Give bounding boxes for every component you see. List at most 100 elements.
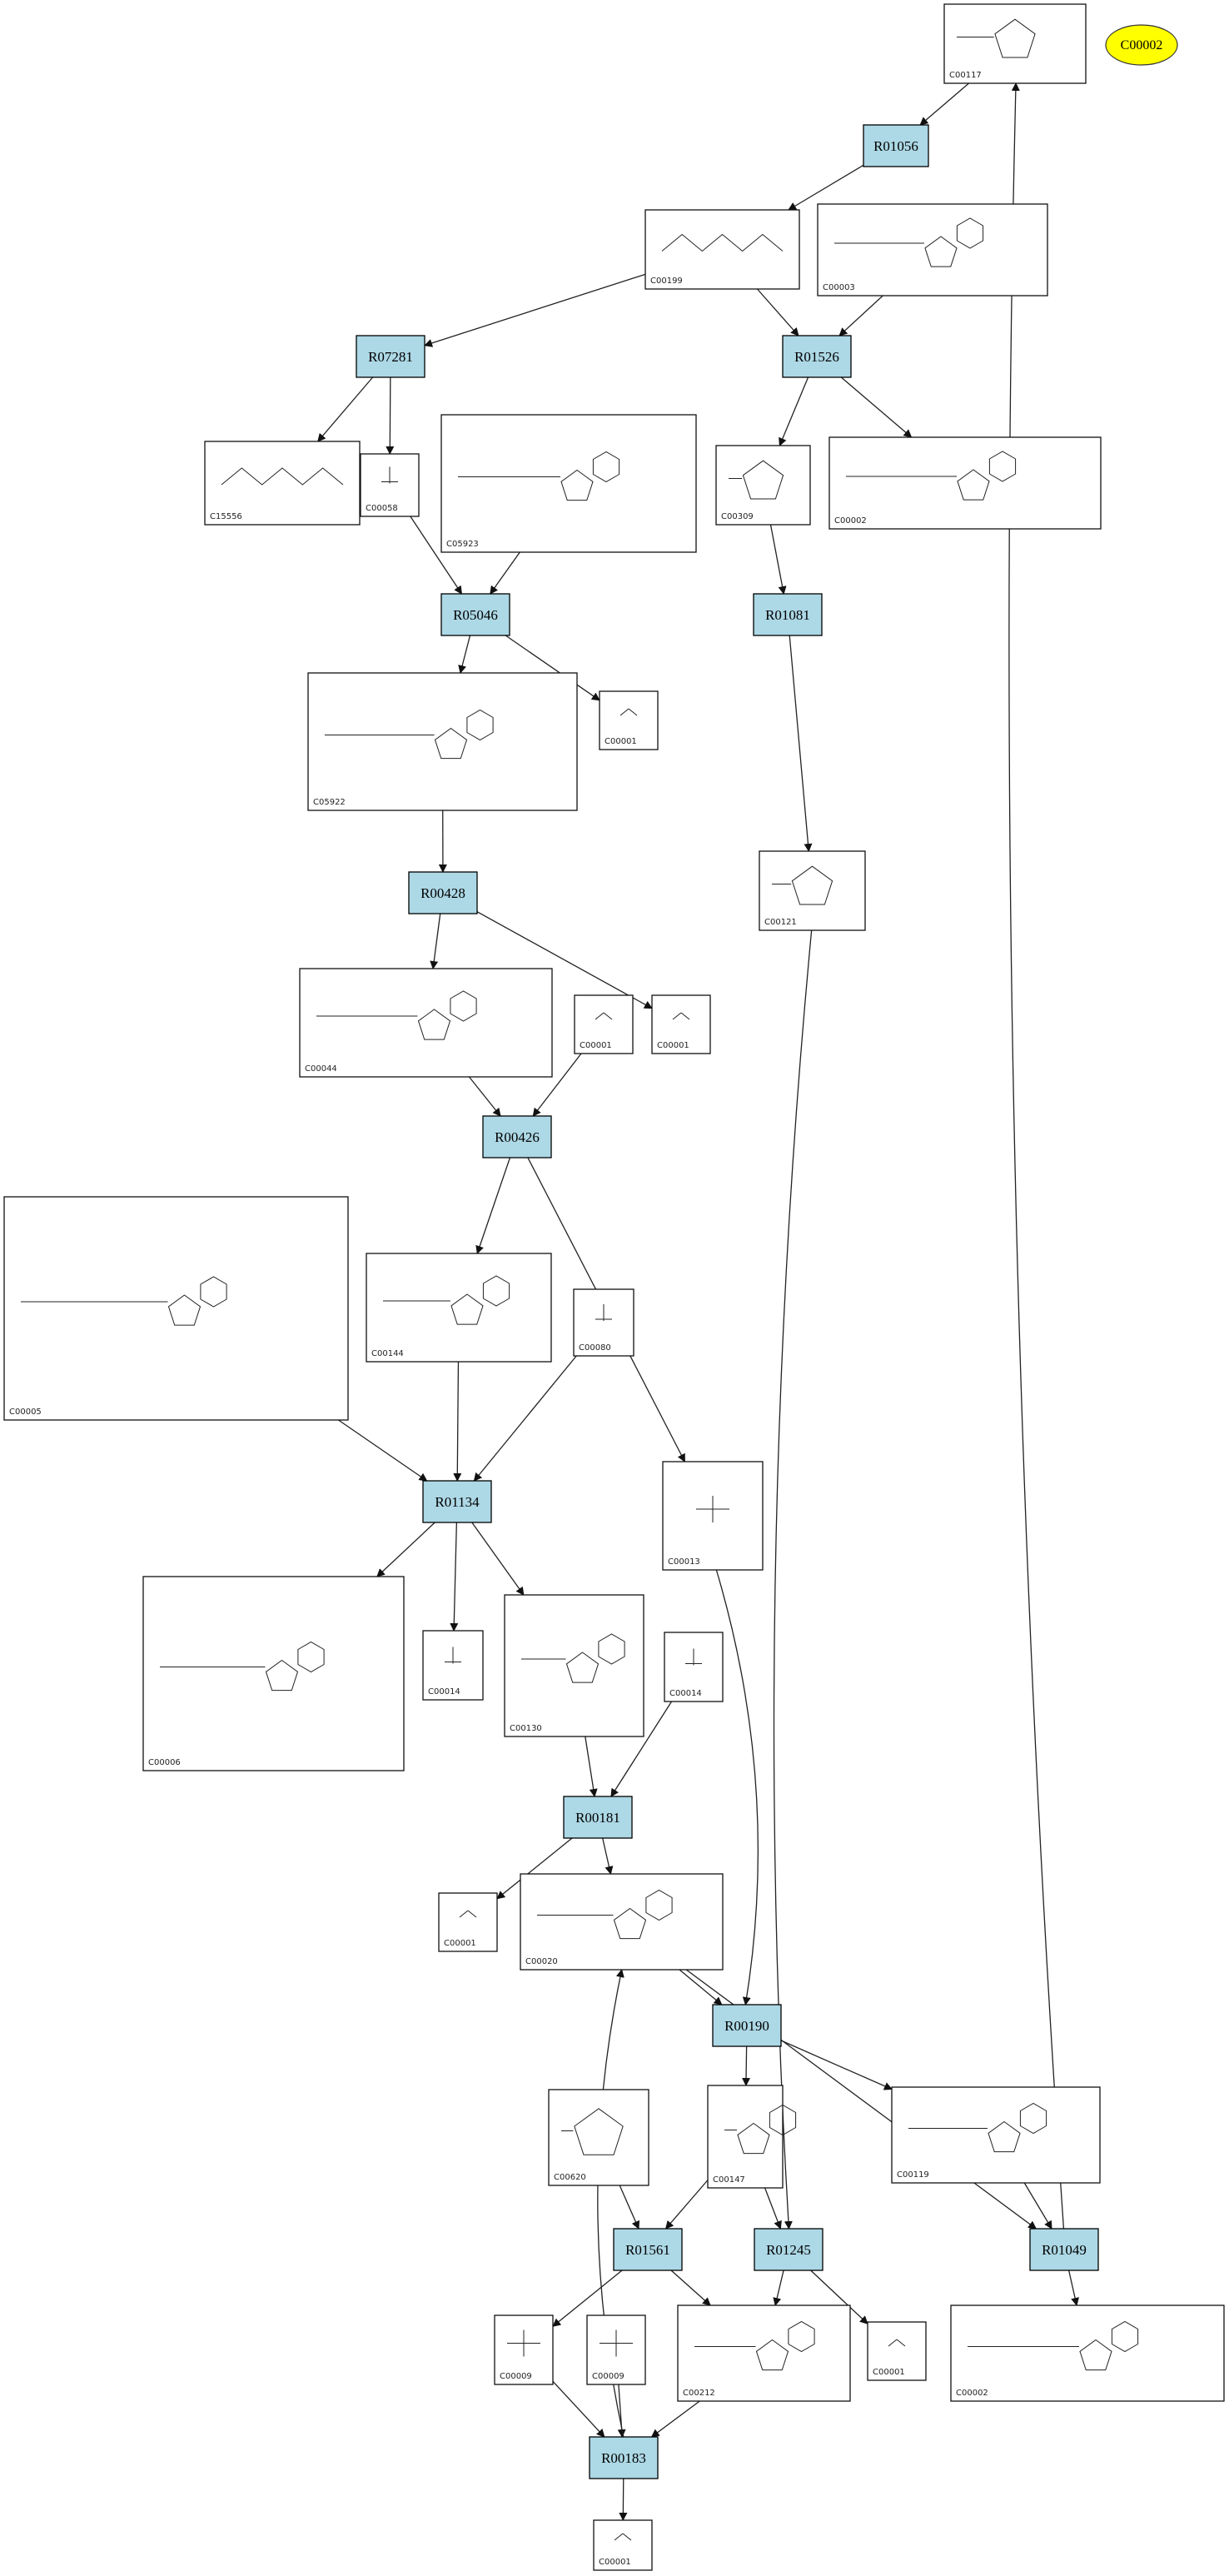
compound-box <box>715 445 811 526</box>
edge-arrow <box>679 1969 723 2005</box>
edge-arrow <box>468 1076 501 1117</box>
compound-node[interactable]: C00002 <box>950 2304 1225 2402</box>
reaction-label: R01245 <box>766 2242 811 2258</box>
compound-node[interactable]: C00001 <box>574 994 634 1054</box>
compound-node[interactable]: C00121 <box>759 850 866 931</box>
compound-node[interactable]: C00009 <box>586 2314 646 2385</box>
reaction-node[interactable]: R00183 <box>589 2436 659 2479</box>
compound-node[interactable]: C00013 <box>662 1461 764 1571</box>
reaction-label: R01081 <box>765 607 810 623</box>
reaction-node[interactable]: R01081 <box>753 593 823 636</box>
compound-node[interactable]: C00001 <box>867 2321 927 2381</box>
edge-arrow <box>919 82 969 126</box>
reaction-node[interactable]: R01561 <box>613 2228 683 2271</box>
edge-arrow <box>742 2045 751 2086</box>
edges <box>317 82 1079 2521</box>
structure-icon <box>595 1304 612 1321</box>
compound-node[interactable]: C00119 <box>891 2086 1101 2184</box>
reaction-node[interactable]: R01056 <box>863 124 929 167</box>
reaction-node[interactable]: R05046 <box>440 593 510 636</box>
edge-arrow <box>789 635 813 852</box>
compound-node[interactable]: C05922 <box>307 672 578 811</box>
compound-node[interactable]: C00005 <box>3 1196 349 1421</box>
compound-box <box>504 1594 644 1737</box>
compound-box <box>520 1873 724 1971</box>
compound-node[interactable]: C00003 <box>817 203 1048 296</box>
reaction-node[interactable]: R01134 <box>422 1480 492 1523</box>
compound-node[interactable]: C00117 <box>943 3 1087 84</box>
compound-box <box>950 2304 1225 2402</box>
reaction-label: R01056 <box>873 138 918 154</box>
structure-icon <box>724 2104 797 2155</box>
reaction-box <box>782 335 852 378</box>
compound-box <box>142 1576 405 1771</box>
structure-icon <box>537 1889 673 1940</box>
compound-label: C00001 <box>599 2558 631 2567</box>
compound-node[interactable]: C00001 <box>651 994 711 1054</box>
legend-label: C00002 <box>1121 38 1163 52</box>
compound-box <box>438 1892 498 1952</box>
structure-icon <box>696 1496 729 1522</box>
compound-node[interactable]: C00014 <box>664 1632 724 1702</box>
compound-node[interactable]: C00001 <box>438 1892 498 1952</box>
compound-node[interactable]: C00147 <box>707 2085 797 2189</box>
compound-node[interactable]: C00014 <box>422 1630 484 1701</box>
compound-node[interactable]: C00199 <box>644 209 800 290</box>
compound-node[interactable]: C15556 <box>204 441 361 526</box>
compound-node[interactable]: C00002 <box>828 436 1102 530</box>
reaction-label: R01561 <box>625 2242 670 2258</box>
compound-box <box>204 441 361 526</box>
reaction-node[interactable]: R01245 <box>754 2228 823 2271</box>
edge-arrow <box>670 2270 711 2306</box>
compound-node[interactable]: C00130 <box>504 1594 644 1737</box>
structure-icon <box>561 2108 624 2155</box>
compound-label: C00003 <box>823 283 855 292</box>
reaction-node[interactable]: R00426 <box>482 1115 552 1158</box>
compound-box <box>574 994 634 1054</box>
edge-arrow <box>476 911 653 1009</box>
reaction-box <box>563 1796 633 1839</box>
compound-node[interactable]: C00080 <box>573 1288 634 1357</box>
edge-arrow <box>764 2187 782 2230</box>
compound-node[interactable]: C00309 <box>715 445 811 526</box>
structure-icon <box>614 2533 632 2541</box>
edge-arrow <box>1008 82 1065 2230</box>
reaction-node[interactable]: R07281 <box>356 335 425 378</box>
edge-arrow <box>410 516 462 595</box>
compound-node[interactable]: C00001 <box>593 2519 653 2571</box>
compound-node[interactable]: C00009 <box>494 2314 554 2385</box>
reaction-node[interactable]: R01049 <box>1029 2228 1099 2271</box>
compound-box <box>599 690 659 750</box>
compound-node[interactable]: C00144 <box>366 1253 552 1363</box>
structure-icon <box>325 709 494 760</box>
compound-node[interactable]: C00058 <box>360 453 420 517</box>
compound-node[interactable]: C05923 <box>440 414 697 553</box>
compound-box <box>707 2085 784 2189</box>
structure-icon <box>846 451 1017 501</box>
compound-node[interactable]: C00006 <box>142 1576 405 1771</box>
reaction-node[interactable]: R01526 <box>782 335 852 378</box>
structure-icon <box>619 708 638 716</box>
reaction-node[interactable]: R00190 <box>712 2004 782 2047</box>
reaction-node[interactable]: R00181 <box>563 1796 633 1839</box>
compound-label: C00009 <box>592 2372 624 2381</box>
reaction-node[interactable]: R00428 <box>408 871 478 914</box>
compound-node[interactable]: C00001 <box>599 690 659 750</box>
compound-label: C00014 <box>428 1687 460 1697</box>
compound-box <box>651 994 711 1054</box>
compound-node[interactable]: C00620 <box>548 2089 649 2186</box>
edge-arrow <box>458 635 471 674</box>
compound-node[interactable]: C00020 <box>520 1873 724 1971</box>
reaction-label: R01049 <box>1042 2242 1087 2258</box>
compound-box <box>817 203 1048 296</box>
compound-node[interactable]: C00044 <box>299 968 553 1078</box>
compound-node[interactable]: C00212 <box>677 2304 851 2402</box>
edge-arrow <box>338 1419 428 1482</box>
edge-arrow <box>376 1522 435 1577</box>
structure-icon <box>316 990 477 1040</box>
edge-arrow <box>650 2400 700 2438</box>
compound-label: C00620 <box>554 2173 586 2182</box>
compound-box <box>3 1196 349 1421</box>
